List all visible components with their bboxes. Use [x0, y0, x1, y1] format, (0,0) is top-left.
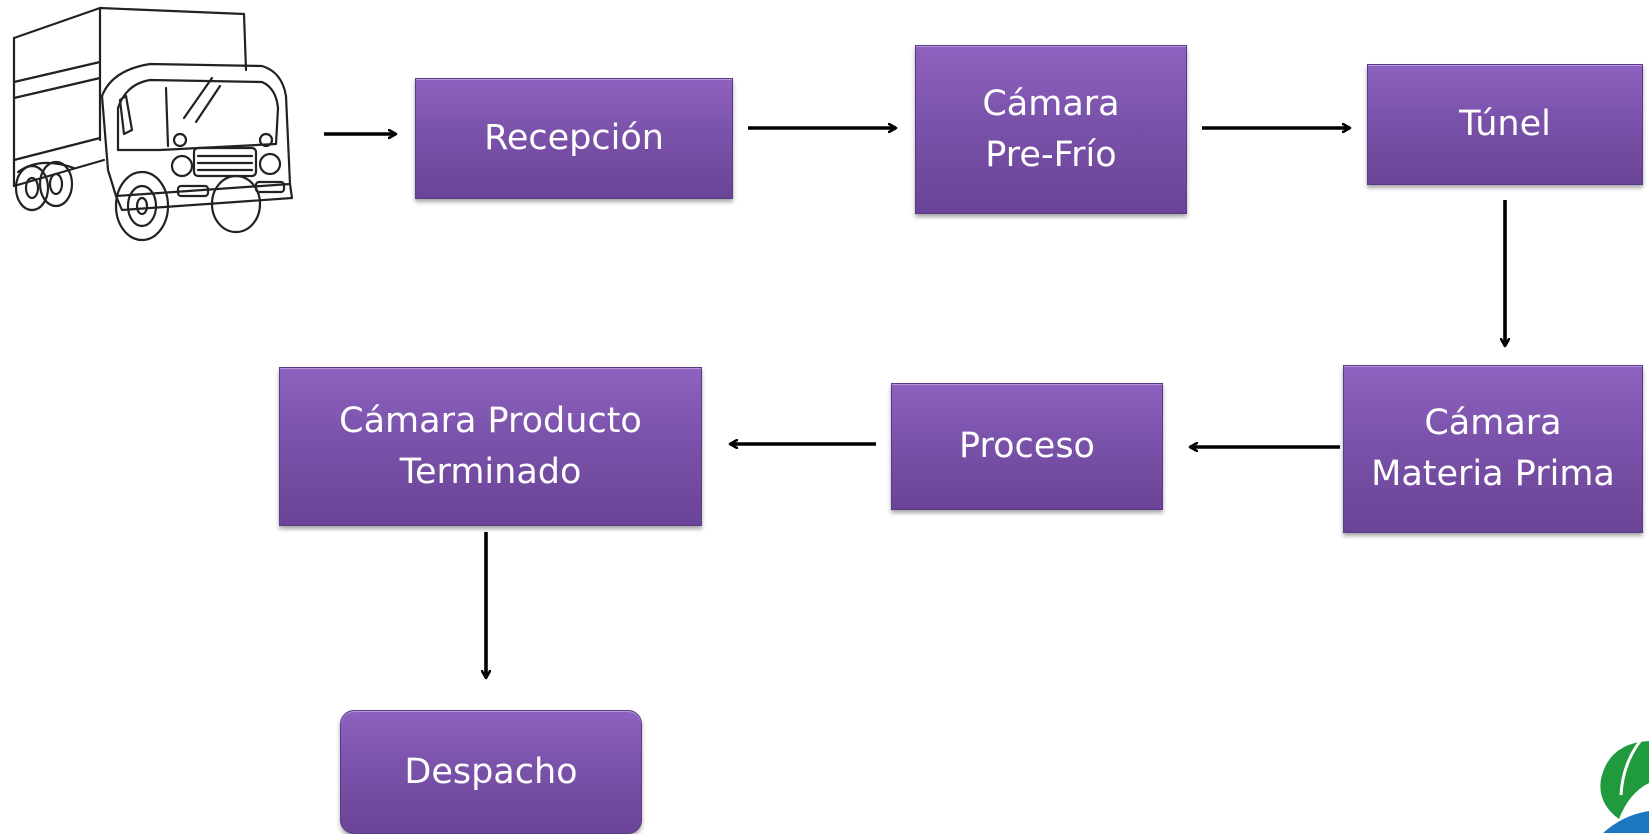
node-camara-prefrio-line-2: Pre-Frío	[985, 134, 1117, 175]
node-tunel: Túnel	[1367, 64, 1643, 185]
node-camara-materia-prima-line-2: Materia Prima	[1371, 454, 1615, 494]
leaf-logo-icon	[1600, 729, 1649, 833]
node-despacho: Despacho	[340, 710, 642, 834]
node-tunel-line-1: Túnel	[1459, 104, 1551, 145]
node-camara-producto-terminado-line-2: Terminado	[399, 451, 582, 492]
node-camara-materia-prima: Cámara Materia Prima	[1343, 365, 1643, 533]
node-camara-materia-prima-line-1: Cámara	[1424, 403, 1562, 444]
node-recepcion-line-1: Recepción	[484, 118, 664, 159]
truck-icon	[12, 6, 294, 242]
node-camara-producto-terminado-line-1: Cámara Producto	[339, 400, 642, 441]
node-despacho-line-1: Despacho	[404, 751, 578, 792]
node-recepcion: Recepción	[415, 78, 733, 199]
node-proceso: Proceso	[891, 383, 1163, 510]
node-camara-prefrio: Cámara Pre-Frío	[915, 45, 1187, 214]
node-camara-prefrio-line-1: Cámara	[982, 83, 1120, 124]
node-proceso-line-1: Proceso	[959, 426, 1095, 467]
node-camara-producto-terminado: Cámara Producto Terminado	[279, 367, 702, 526]
